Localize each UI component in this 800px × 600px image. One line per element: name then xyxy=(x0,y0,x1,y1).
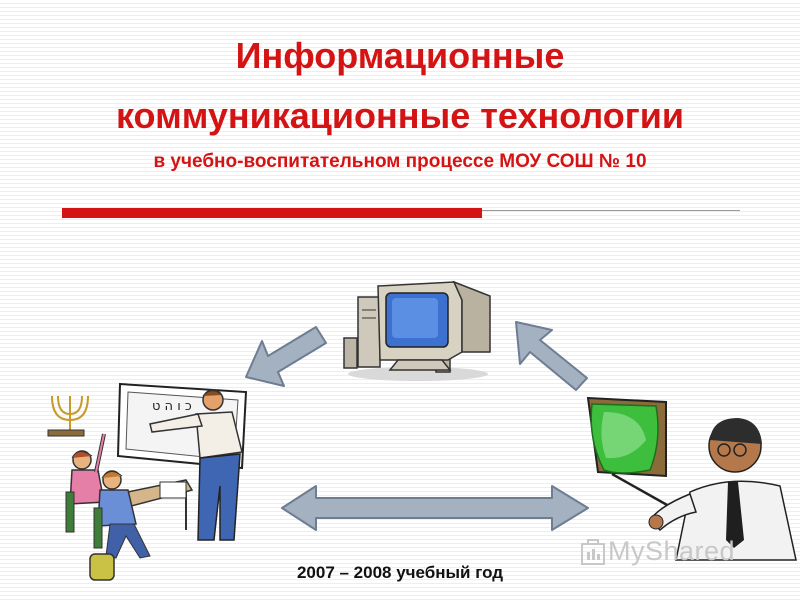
computer-icon xyxy=(343,280,491,381)
title-underline-thin xyxy=(482,210,740,211)
lecturer-icon xyxy=(586,396,797,561)
title-line-1: Информационные xyxy=(235,35,565,76)
title-underline xyxy=(62,208,482,218)
watermark-logo-icon xyxy=(581,539,605,565)
double-arrow-icon xyxy=(281,485,589,531)
watermark: MyShared xyxy=(608,536,736,566)
title-line-2: коммуникационные технологии xyxy=(116,95,684,136)
arrow-right-up-icon xyxy=(515,321,588,391)
arrow-left-down-icon xyxy=(245,326,327,387)
subtitle: в учебно-воспитательном процессе МОУ СОШ… xyxy=(153,151,647,172)
school-year-footer: 2007 – 2008 учебный год xyxy=(296,563,504,582)
blackboard-text: כ ו ה ט xyxy=(152,399,192,414)
classroom-teacher-icon: כ ו ה ט xyxy=(47,382,248,581)
